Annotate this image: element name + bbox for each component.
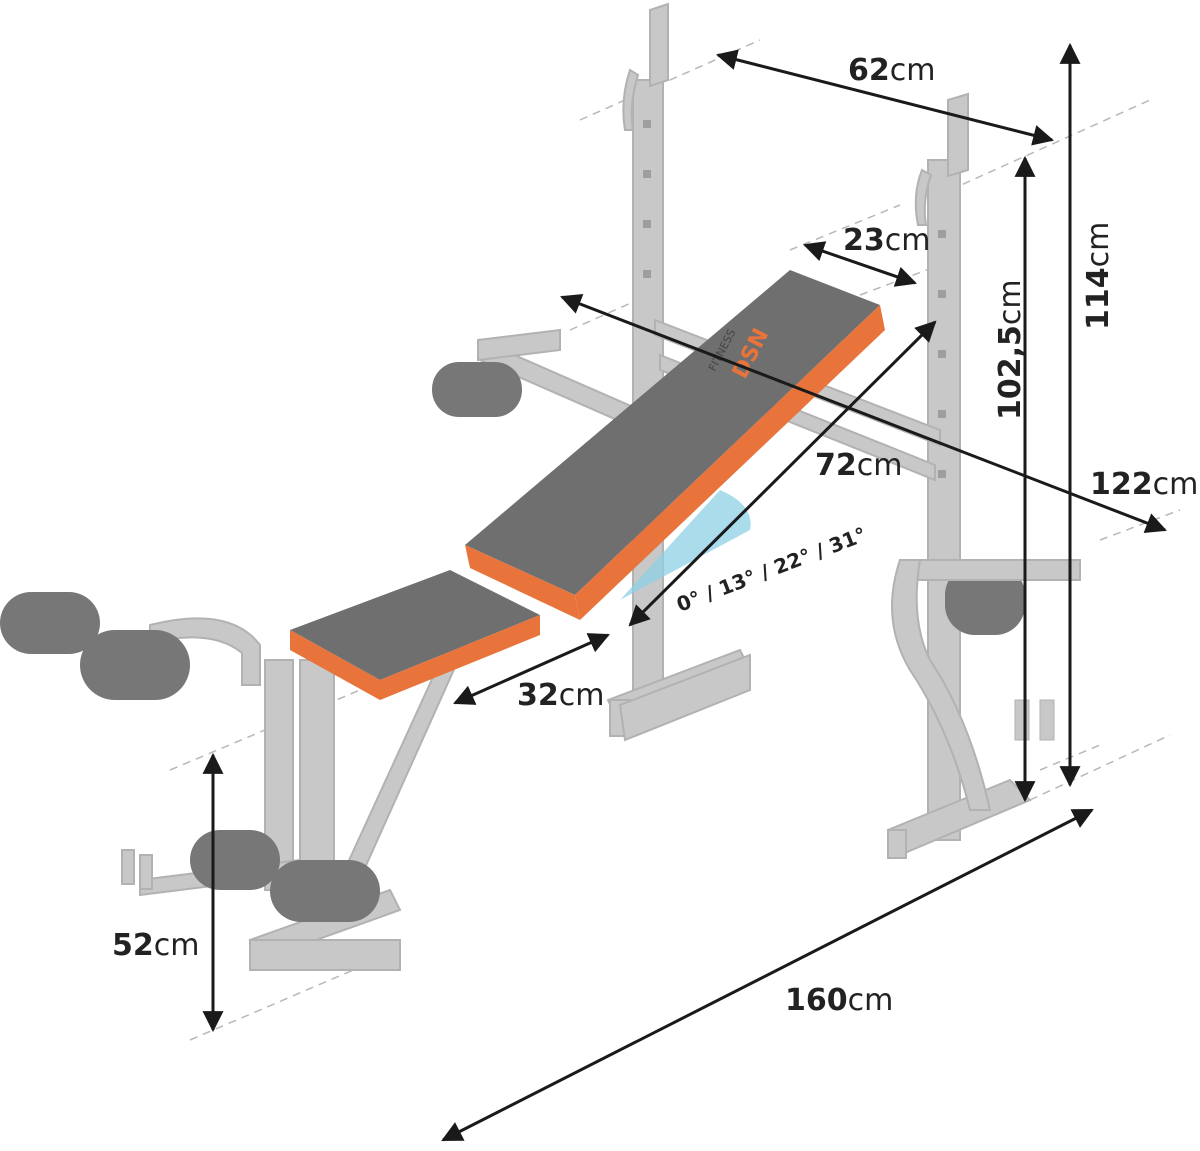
dim-label-52: 52cm <box>112 928 199 963</box>
arrow-160 <box>441 808 1094 1142</box>
dim-label-114: 114cm <box>1081 222 1116 330</box>
dim-label-102: 102,5cm <box>993 279 1028 420</box>
front-leg-pads <box>0 592 380 922</box>
dim-label-62: 62cm <box>848 53 935 88</box>
dim-label-72: 72cm <box>815 448 902 483</box>
dim-label-23: 23cm <box>843 223 930 258</box>
arrow-32 <box>453 633 610 705</box>
dimension-arrows <box>202 42 1167 1142</box>
arrow-122 <box>560 294 1167 533</box>
dim-label-160: 160cm <box>785 983 893 1018</box>
arrow-23 <box>803 241 917 287</box>
arrow-62 <box>715 49 1055 146</box>
dim-label-32: 32cm <box>517 678 604 713</box>
dim-label-122: 122cm <box>1090 467 1198 502</box>
